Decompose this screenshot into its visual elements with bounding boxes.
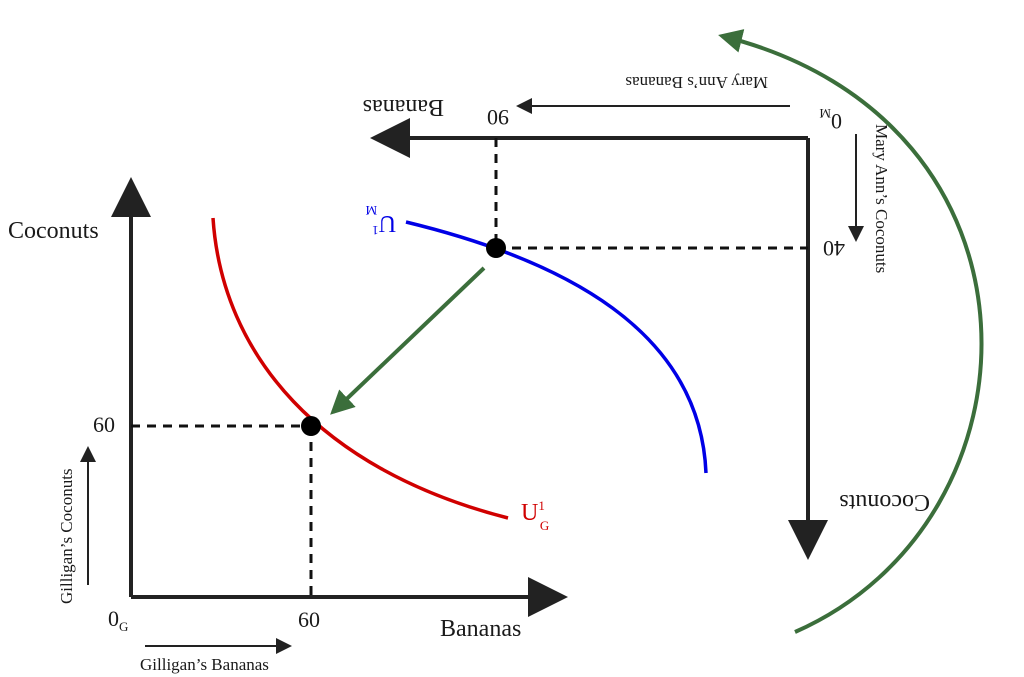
mary-ann-curve-label: U1M <box>365 203 396 238</box>
gilligan-axes <box>111 177 568 617</box>
gilligan-y-axis-title: Coconuts <box>8 218 99 244</box>
mary-ann-y-axis-title: Coconuts <box>839 489 930 515</box>
mary-ann-axes <box>370 118 828 560</box>
gilligan-allocation-point <box>301 416 321 436</box>
gilligan-y-tick-60: 60 <box>93 412 115 437</box>
gilligan-x-tick-60: 60 <box>298 607 320 632</box>
gilligan-coconuts-direction-label: Gilligan’s Coconuts <box>57 468 76 604</box>
mary-ann-x-tick-90: 90 <box>487 105 509 130</box>
gilligan-x-axis-title: Bananas <box>440 616 521 642</box>
gilligan-bananas-direction-label: Gilligan’s Bananas <box>140 655 269 674</box>
mary-ann-coconuts-direction-label: Mary Ann’s Coconuts <box>872 124 891 273</box>
mary-ann-bananas-direction-label: Mary Ann’s Bananas <box>625 73 768 92</box>
gilligan-origin-label: 0G <box>108 606 128 634</box>
mary-ann-x-axis-title: Bananas <box>363 94 444 120</box>
rotation-arrow-icon <box>718 29 984 634</box>
mary-ann-origin-label: 0M <box>819 106 842 134</box>
mary-ann-indifference-curve <box>405 220 708 474</box>
mary-ann-allocation-point <box>486 238 506 258</box>
gilligan-indifference-curve <box>211 217 509 520</box>
move-arrow-icon <box>330 266 486 415</box>
mary-ann-y-tick-40: 40 <box>823 236 845 261</box>
